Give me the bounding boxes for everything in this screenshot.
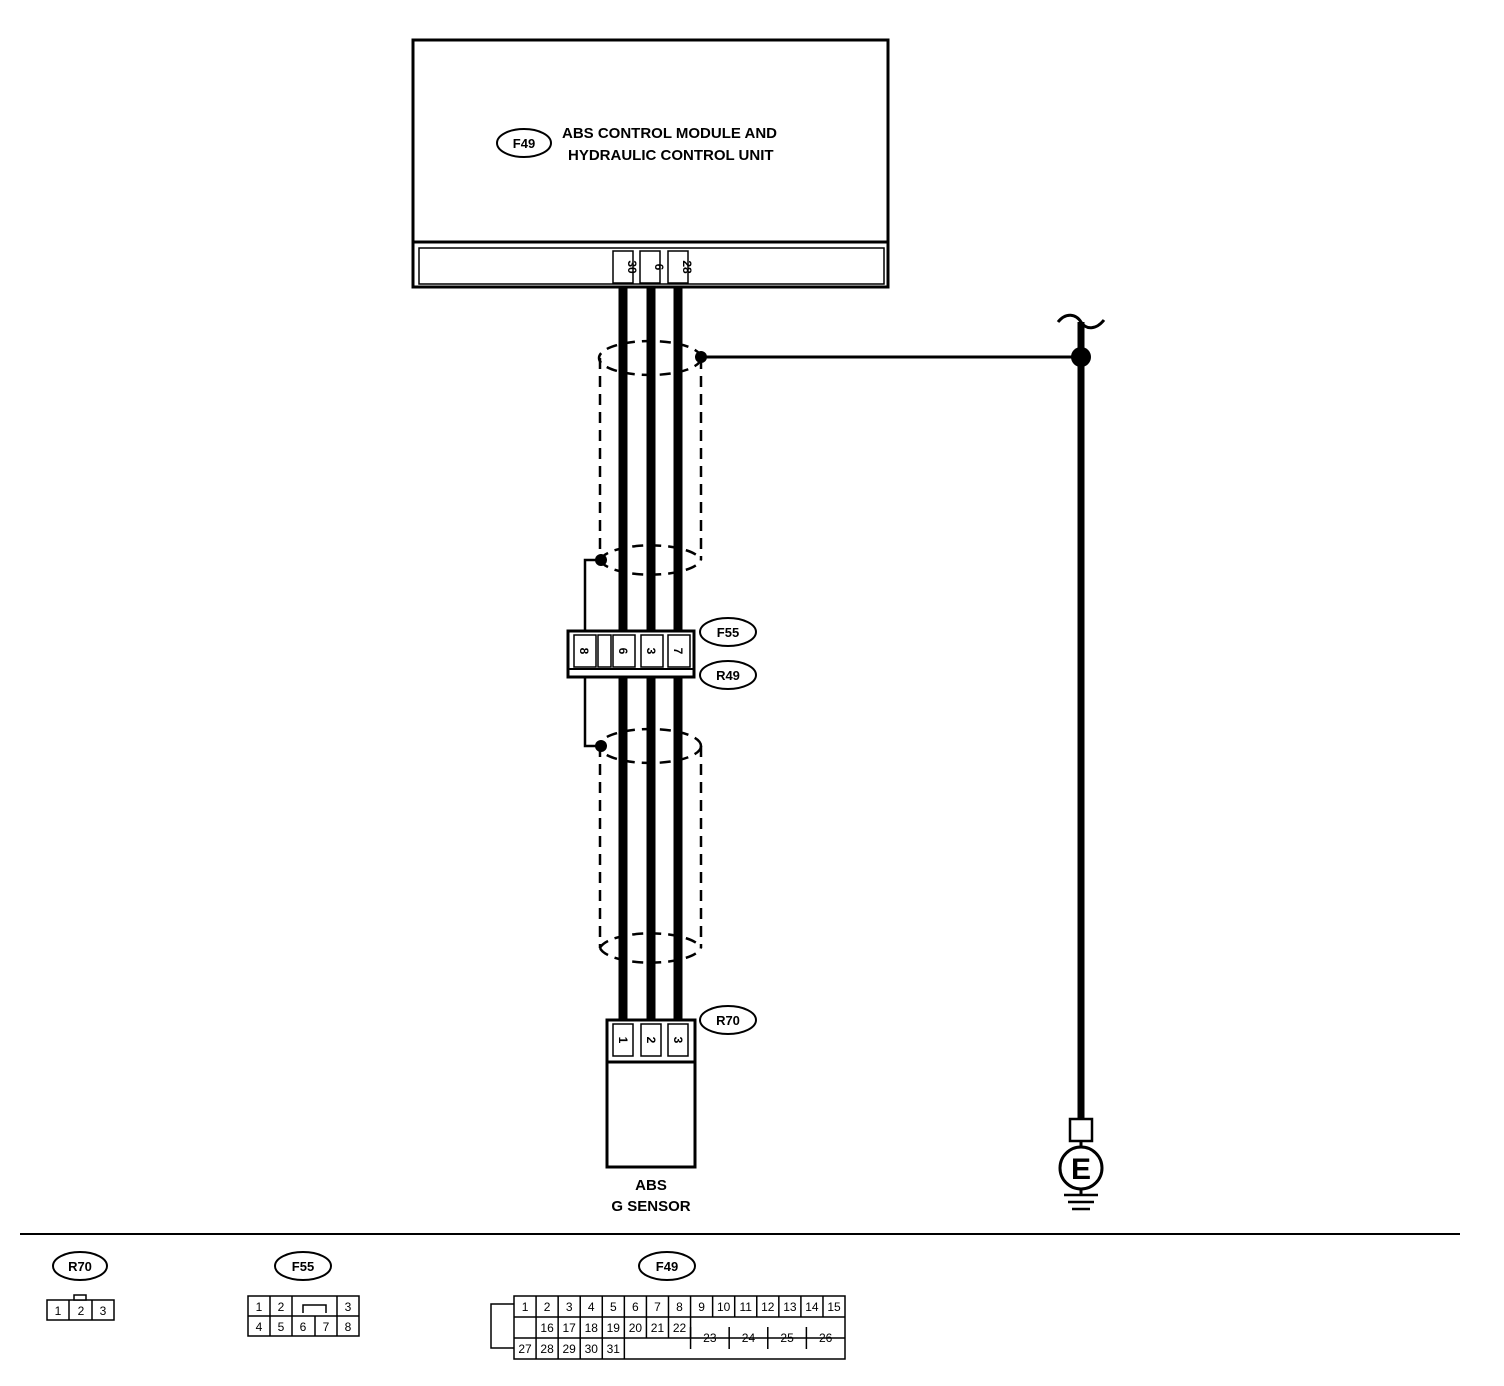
connector-cell: 27: [518, 1342, 532, 1356]
connector-cell: 14: [805, 1300, 819, 1314]
connector-cell: 2: [278, 1300, 285, 1314]
connector-cell: 10: [717, 1300, 731, 1314]
connector-view-r70: R70 1 2 3: [46, 1251, 115, 1321]
connector-cell: 21: [651, 1321, 665, 1335]
sensor-pin: 1: [616, 1037, 630, 1044]
upper-wire-shield: [597, 339, 703, 576]
connector-cell: 9: [698, 1300, 705, 1314]
junction-tag-bottom-oval: [699, 660, 757, 690]
connector-cell: 12: [761, 1300, 775, 1314]
connector-cell: 3: [566, 1300, 573, 1314]
connector-cell: 1: [256, 1300, 263, 1314]
connector-view-f55: F55 1 2 3 4 5 6 7 8: [247, 1251, 360, 1337]
junction-pin: 6: [616, 648, 630, 655]
connector-view-tag: R70: [68, 1259, 92, 1274]
connector-cell: 6: [632, 1300, 639, 1314]
g-sensor: 1 2 3 R70 ABS G SENSOR: [605, 1005, 757, 1215]
connector-cell: 5: [278, 1320, 285, 1334]
connector-cell: 1: [522, 1300, 529, 1314]
connector-cell: 5: [610, 1300, 617, 1314]
connector-cell: 31: [607, 1342, 621, 1356]
junction-pin: 7: [671, 648, 685, 655]
ground-symbol: E: [1071, 1153, 1091, 1186]
connector-cell: 7: [323, 1320, 330, 1334]
connector-cell: 1: [55, 1304, 62, 1318]
connector-latch-icon: [73, 1294, 87, 1301]
sensor-name-line1: ABS: [635, 1177, 667, 1194]
module-tag: F49: [513, 136, 535, 151]
connector-cell: 11: [740, 1300, 753, 1314]
connector-cell: 23: [703, 1331, 717, 1345]
connector-cell: 26: [819, 1331, 833, 1345]
connector-view-tag: F49: [656, 1259, 678, 1274]
connector-cell: 7: [654, 1300, 661, 1314]
sensor-name-line2: G SENSOR: [611, 1198, 690, 1215]
connector-cell: 4: [588, 1300, 595, 1314]
junction-tag-top: F55: [717, 625, 739, 640]
connector-cell: 4: [256, 1320, 263, 1334]
sensor-tag-oval: [699, 1005, 757, 1035]
upper-shield-far-edge: [598, 544, 703, 561]
sensor-pin: 2: [644, 1037, 658, 1044]
connector-cell: 25: [780, 1331, 794, 1345]
sensor-pin: 3: [671, 1037, 685, 1044]
junction-tag-top-oval: [699, 617, 757, 647]
connector-latch-icon: [490, 1303, 514, 1349]
connector-cell: 3: [345, 1300, 352, 1314]
junction-tag-bottom: R49: [716, 668, 740, 683]
module-name-line2: HYDRAULIC CONTROL UNIT: [568, 147, 774, 164]
connector-cell: 15: [827, 1300, 841, 1314]
connector-cell: 2: [78, 1304, 85, 1318]
connector-latch-icon: [302, 1304, 327, 1313]
connector-cell: 19: [607, 1321, 621, 1335]
module-pin: 28: [680, 260, 694, 274]
connector-cell: 18: [585, 1321, 599, 1335]
shield-drain-wire: [583, 351, 1081, 752]
connector-cell: 24: [742, 1331, 756, 1345]
connector-cell: 16: [540, 1321, 554, 1335]
module-pin: 6: [652, 264, 666, 271]
connector-cell: 28: [540, 1342, 554, 1356]
abs-control-module: F49 ABS CONTROL MODULE AND HYDRAULIC CON…: [411, 38, 890, 289]
connector-cell: 6: [300, 1320, 307, 1334]
connector-view-tag: F55: [292, 1259, 314, 1274]
connector-cell: 3: [100, 1304, 107, 1318]
connector-cell: 17: [562, 1321, 576, 1335]
connector-cell: 30: [585, 1342, 599, 1356]
connector-cell: 8: [676, 1300, 683, 1314]
module-tag-oval: [496, 128, 552, 158]
module-pin: 30: [625, 260, 639, 274]
splice-dot: [1071, 347, 1091, 367]
junction-pin: 3: [644, 648, 658, 655]
ground-circuit: E: [1056, 313, 1106, 1211]
junction-pin: 8: [577, 648, 591, 655]
connector-cell: 22: [673, 1321, 687, 1335]
sensor-tag: R70: [716, 1013, 740, 1028]
connector-cell: 8: [345, 1320, 352, 1334]
connector-cell: 13: [783, 1300, 797, 1314]
module-name-line1: ABS CONTROL MODULE AND: [562, 125, 777, 142]
connector-cell: 2: [544, 1300, 551, 1314]
junction-connector: 8 6 3 7 F55 R49: [566, 617, 757, 690]
connector-cell: 29: [562, 1342, 576, 1356]
connector-cell: 20: [629, 1321, 643, 1335]
